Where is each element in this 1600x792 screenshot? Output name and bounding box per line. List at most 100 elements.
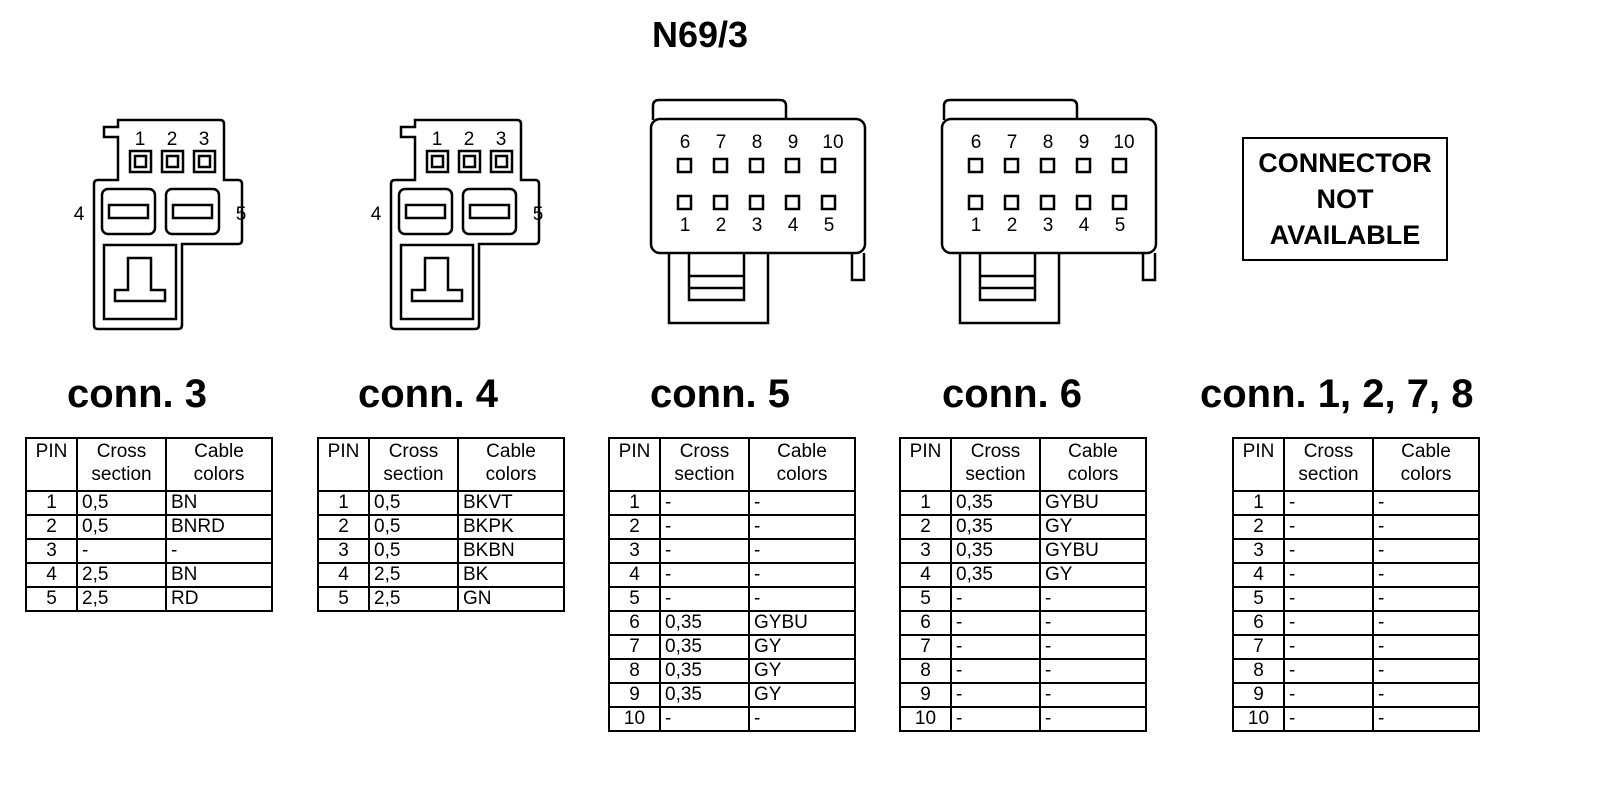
cross-section-header-text: section [383, 464, 444, 485]
pin-cell: 1 [1232, 490, 1285, 516]
conn4-pin-label: 2 [464, 129, 475, 150]
cross-section-cell: 0,5 [76, 514, 167, 540]
conn5-pin-label: 1 [680, 215, 691, 236]
cable-color-cell: BNRD [165, 514, 273, 540]
pin-cell: 10 [608, 706, 661, 732]
cross-section-cell: - [950, 610, 1041, 636]
table-row: 6-- [899, 610, 1147, 636]
cable-color-cell: GYBU [748, 610, 856, 636]
not-available-line: CONNECTOR [1258, 148, 1432, 178]
pin-cell: 4 [608, 562, 661, 588]
pin-header-text: PIN [909, 441, 942, 462]
diagram-title: N69/3 [651, 14, 749, 55]
conn6-pin-label: 8 [1043, 132, 1054, 153]
conn6-pin-label: 10 [1113, 132, 1134, 153]
conn4-pin-label: 1 [432, 129, 443, 150]
conn4-pin-label: 3 [496, 129, 507, 150]
table-row: 9-- [1232, 682, 1480, 708]
cross-section-cell: - [659, 490, 750, 516]
cross-section-cell: - [1283, 610, 1374, 636]
pin-cell: 5 [899, 586, 952, 612]
pin-cell: 1 [317, 490, 370, 516]
conn3-pin-label: 3 [199, 129, 210, 150]
pin-header-text: PIN [35, 441, 68, 462]
cross-section-cell: 0,5 [368, 490, 459, 516]
cross-section-cell: - [1283, 562, 1374, 588]
table-row: 7-- [1232, 634, 1480, 660]
pin-cell: 2 [1232, 514, 1285, 540]
conn6-pin-label: 6 [971, 132, 982, 153]
cross-section-cell: - [1283, 490, 1374, 516]
cable-color-cell: - [748, 490, 856, 516]
cable-color-cell: - [748, 562, 856, 588]
conn5-pin-label: 5 [824, 215, 835, 236]
conn6-title: conn. 6 [942, 372, 1083, 416]
cable-color-cell: - [1372, 634, 1480, 660]
cable-color-cell: BKBN [457, 538, 565, 564]
pin-cell: 5 [1232, 586, 1285, 612]
pin-cell: 7 [899, 634, 952, 660]
pin-cell: 2 [25, 514, 78, 540]
pin-cell: 9 [1232, 682, 1285, 708]
cable-color-cell: - [1372, 490, 1480, 516]
cross-section-cell: - [1283, 682, 1374, 708]
cable-color-cell: BK [457, 562, 565, 588]
cross-section-cell: - [1283, 658, 1374, 684]
cable-color-cell: GY [748, 634, 856, 660]
pin-cell: 2 [317, 514, 370, 540]
conn3-pin-label: 2 [167, 129, 178, 150]
cross-section-cell: 0,35 [659, 634, 750, 660]
cross-section-cell: 2,5 [76, 562, 167, 588]
cable-color-cell: RD [165, 586, 273, 612]
pin-cell: 8 [608, 658, 661, 684]
pin-cell: 7 [1232, 634, 1285, 660]
cable-colors-header-text: Cable [486, 441, 536, 462]
table-row: 4-- [608, 562, 856, 588]
pin-cell: 1 [25, 490, 78, 516]
conn3-pin-label: 4 [74, 204, 85, 225]
cross-section-header-text: section [965, 464, 1026, 485]
conn6-pin-label: 7 [1007, 132, 1018, 153]
cable-colors-header-text: Cable [194, 441, 244, 462]
cross-section-cell: - [659, 514, 750, 540]
table-row: 4-- [1232, 562, 1480, 588]
pin-cell: 9 [899, 682, 952, 708]
cable-color-cell: - [1372, 514, 1480, 540]
not-available-line: NOT [1316, 184, 1374, 214]
pin-header: PIN [1232, 437, 1285, 492]
cable-color-cell: - [1372, 538, 1480, 564]
cable-color-cell: GY [1039, 562, 1147, 588]
conn3-pin-label: 5 [236, 204, 247, 225]
pin-header-text: PIN [327, 441, 360, 462]
pin-cell: 1 [608, 490, 661, 516]
conn-1-2-7-8-title: conn. 1, 2, 7, 8 [1200, 372, 1474, 416]
cross-section-cell: - [1283, 586, 1374, 612]
cross-section-cell: 2,5 [368, 586, 459, 612]
table-row: 10-- [899, 706, 1147, 732]
pin-cell: 3 [1232, 538, 1285, 564]
cross-section-header-text: Cross [679, 441, 730, 462]
conn4-housing-drawing [389, 118, 541, 331]
pin-cell: 6 [899, 610, 952, 636]
cross-section-cell: 0,35 [950, 538, 1041, 564]
cross-section-cell: - [659, 538, 750, 564]
cross-section-cell: - [659, 706, 750, 732]
table-row: 3-- [1232, 538, 1480, 564]
pin-cell: 4 [1232, 562, 1285, 588]
